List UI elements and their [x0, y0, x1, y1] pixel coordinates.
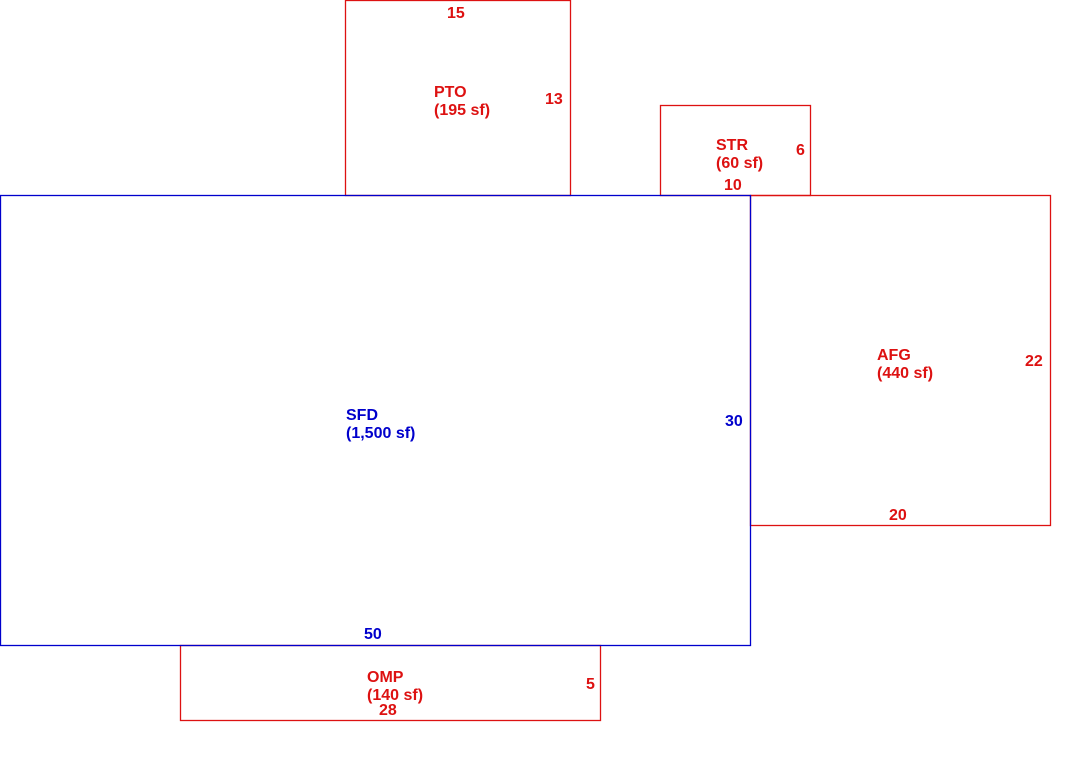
sfd-width-dimension: 50 [364, 626, 382, 643]
pto-width-dimension: 15 [447, 5, 465, 22]
sfd-code: SFD [346, 407, 378, 424]
area-sfd[interactable]: SFD (1,500 sf) 50 30 [0, 194, 752, 647]
str-area: (60 sf) [716, 155, 763, 172]
str-width-dimension: 10 [724, 177, 742, 194]
afg-depth-dimension: 22 [1025, 353, 1043, 370]
omp-depth-dimension: 5 [586, 676, 595, 693]
area-afg[interactable]: AFG (440 sf) 20 22 [749, 194, 1052, 527]
omp-code: OMP [367, 669, 404, 686]
afg-code: AFG [877, 347, 911, 364]
omp-width-dimension: 28 [379, 702, 397, 719]
sfd-depth-dimension: 30 [725, 413, 743, 430]
pto-code: PTO [434, 84, 467, 101]
pto-area: (195 sf) [434, 102, 490, 119]
afg-area: (440 sf) [877, 365, 933, 382]
area-str[interactable]: STR (60 sf) 10 6 [659, 104, 812, 197]
area-pto[interactable]: PTO (195 sf) 15 13 [344, 0, 572, 197]
omp-area: (140 sf) [367, 687, 423, 704]
pto-depth-dimension: 13 [545, 91, 563, 108]
sfd-outline [0, 194, 752, 647]
area-omp[interactable]: OMP (140 sf) 28 5 [179, 644, 602, 722]
sfd-area: (1,500 sf) [346, 425, 415, 442]
str-code: STR [716, 137, 748, 154]
afg-width-dimension: 20 [889, 507, 907, 524]
str-depth-dimension: 6 [796, 142, 805, 159]
